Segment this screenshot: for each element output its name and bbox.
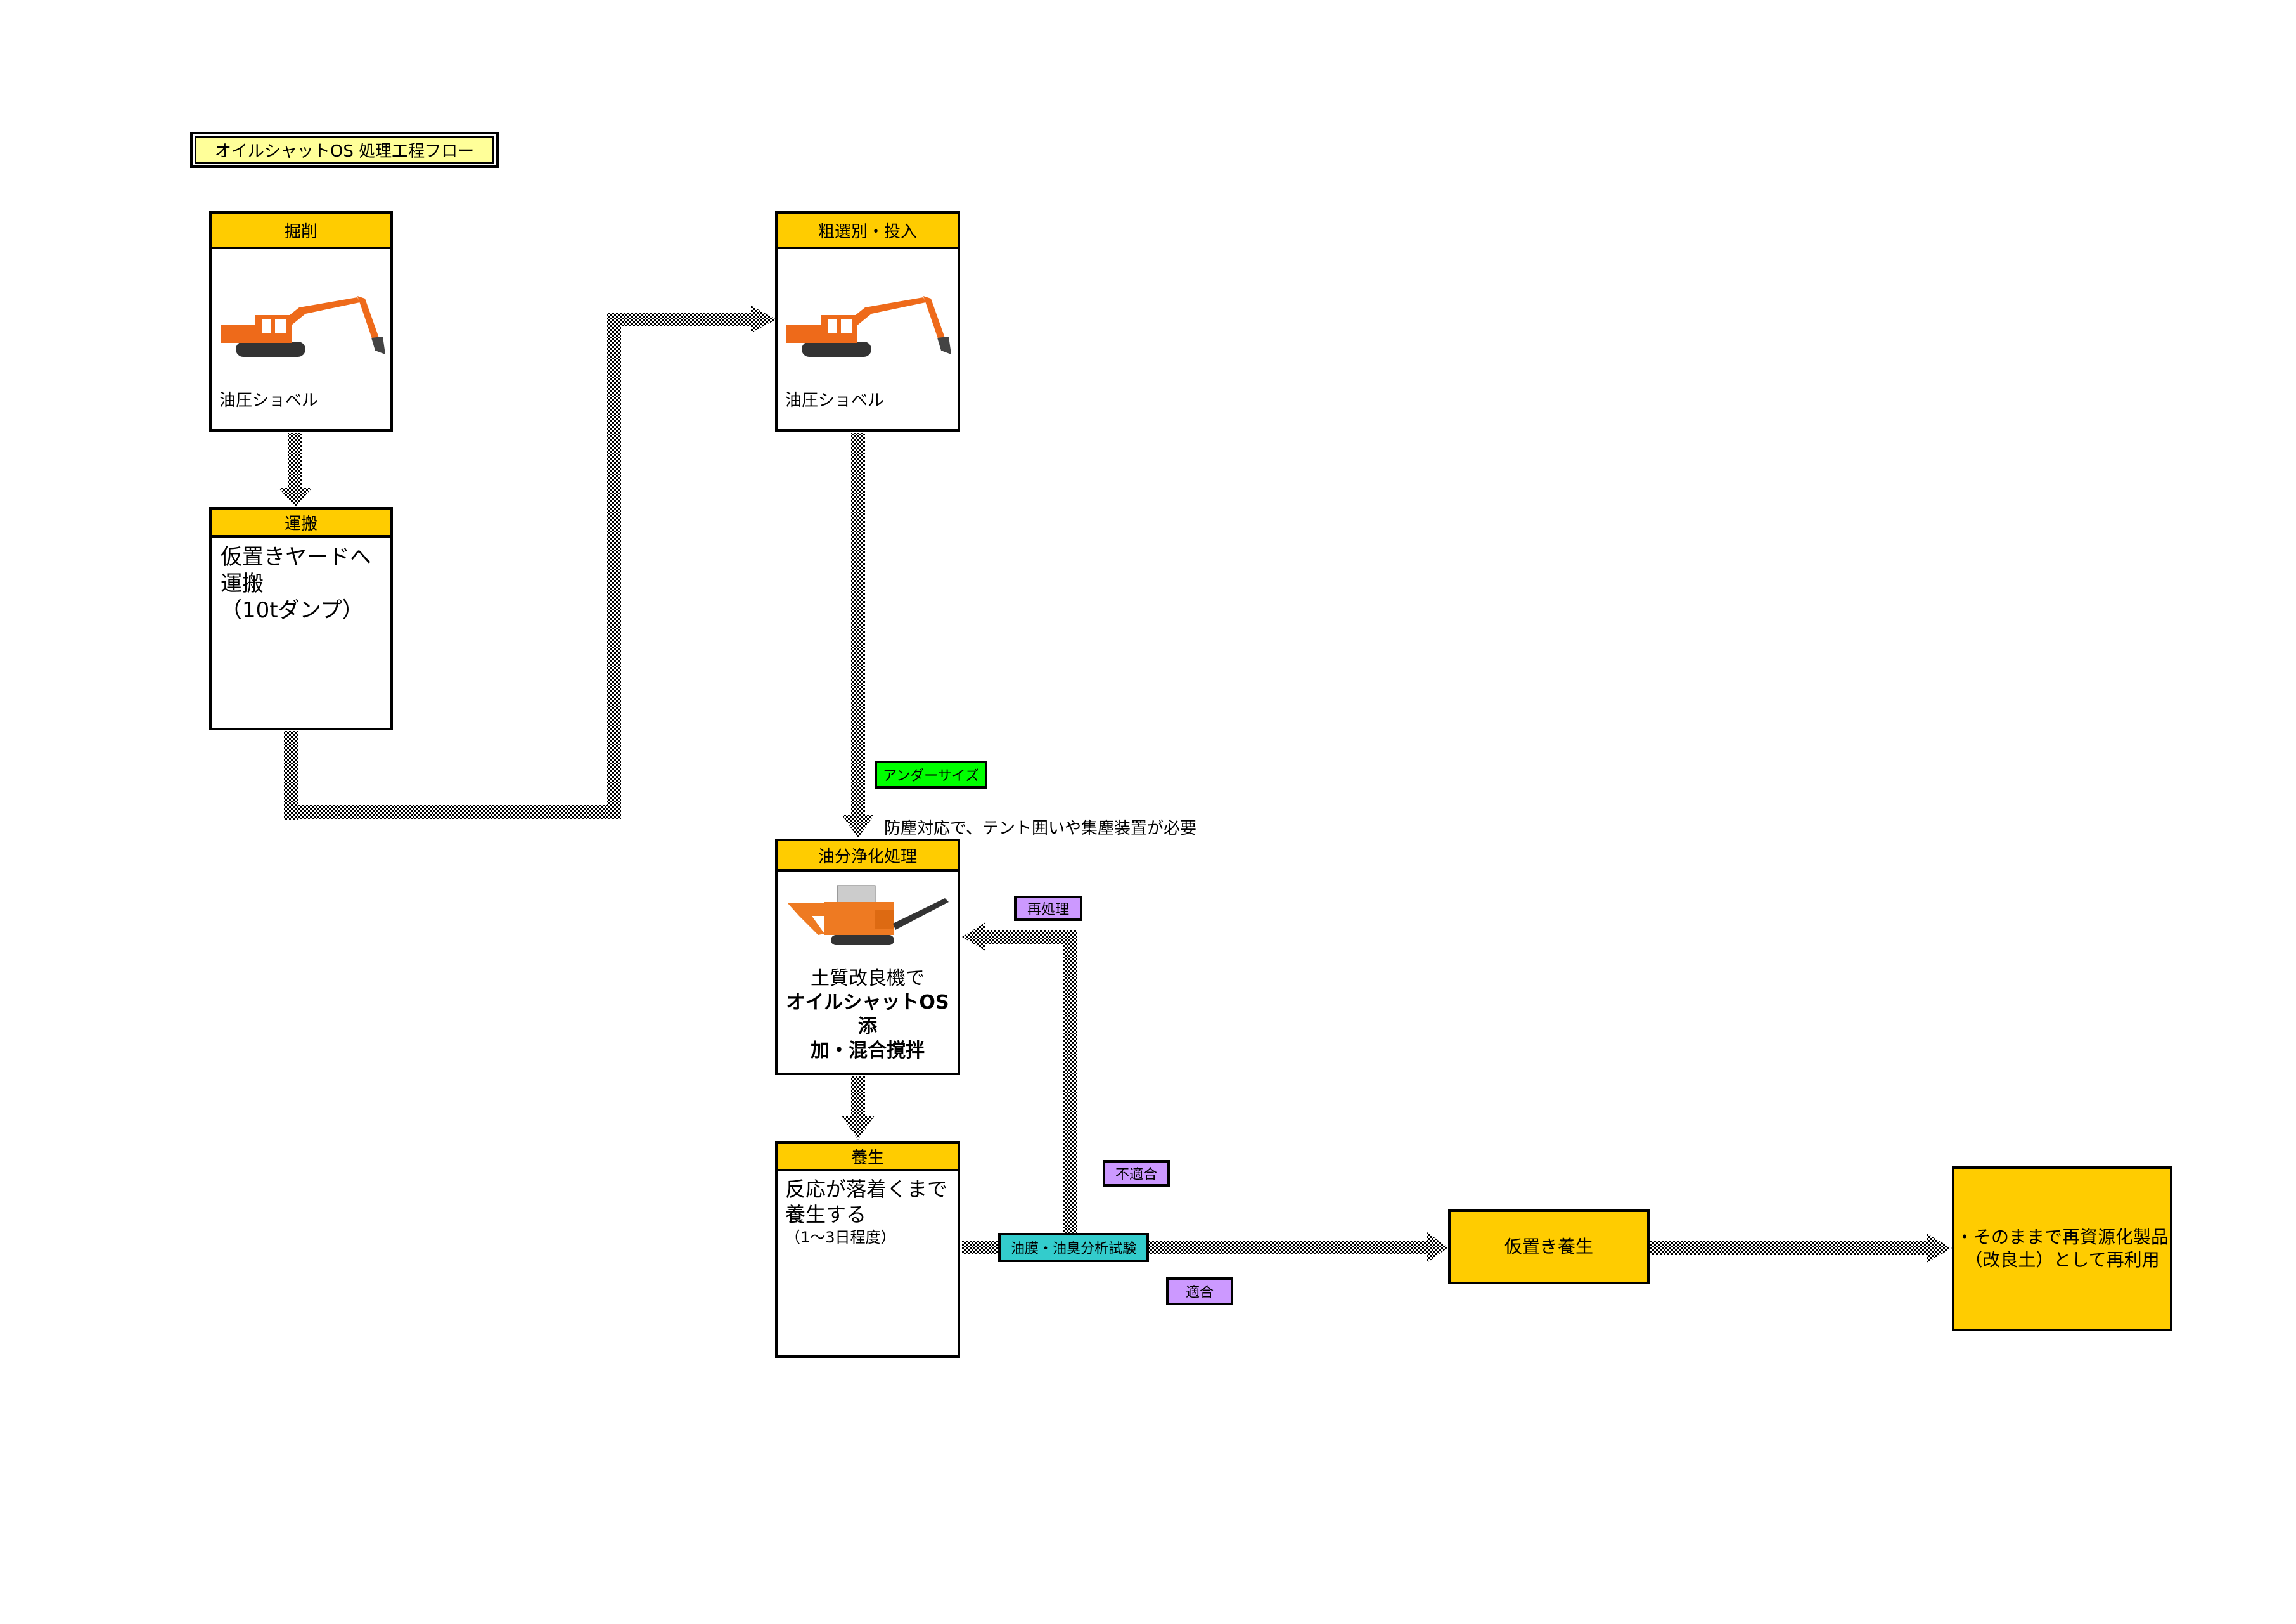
final-reuse-box: ・そのままで再資源化製品 （改良土）として再利用: [1952, 1166, 2172, 1331]
curing-line: 養生する: [785, 1202, 867, 1227]
oil-film-odor-test-box: 油膜・油臭分析試験: [998, 1233, 1149, 1262]
dust-control-note: 防塵対応で、テント囲いや集塵装置が必要: [884, 819, 1196, 838]
reprocess-label: 再処理: [1014, 896, 1082, 921]
step-purification: 油分浄化処理 土質改良機で オイルシャットOS 添 加・混合撹拌: [775, 839, 960, 1075]
step-sorting: 粗選別・投入 油圧ショベル: [775, 211, 960, 432]
arrow-transport-to-sorting: [284, 306, 776, 820]
step-transport: 運搬 仮置きヤードへ 運搬 （10tダンプ）: [209, 507, 393, 730]
diagram-title: オイルシャットOS 処理工程フロー: [190, 132, 499, 168]
arrow-temporary-to-final: [1650, 1234, 1952, 1263]
step-excavation-caption: 油圧ショベル: [219, 391, 319, 410]
step-curing-header: 養生: [778, 1144, 958, 1171]
arrow-sorting-to-purification: [842, 433, 875, 838]
excavator-icon: [221, 296, 385, 357]
arrow-excavation-to-transport: [279, 433, 312, 507]
arrow-test-to-reprocess: [962, 922, 1077, 1234]
arrow-purification-to-curing: [842, 1076, 875, 1140]
curing-duration-note: （1～3日程度）: [785, 1228, 896, 1246]
step-transport-line: 運搬: [221, 571, 264, 596]
purification-line-2: オイルシャットOS 添: [786, 991, 949, 1038]
nonconforming-label: 不適合: [1103, 1160, 1170, 1187]
step-transport-line: （10tダンプ）: [221, 598, 364, 623]
step-transport-header: 運搬: [212, 510, 390, 538]
purification-line-3: 加・混合撹拌: [811, 1040, 925, 1062]
step-sorting-caption: 油圧ショベル: [785, 391, 885, 410]
undersize-label: アンダーサイズ: [875, 761, 987, 789]
step-transport-line: 仮置きヤードへ: [221, 545, 371, 570]
step-excavation-header: 掘削: [212, 214, 390, 249]
soil-improvement-machine-icon: [788, 885, 949, 945]
purification-line-1: 土質改良機で: [811, 967, 925, 989]
diagram-title-text: オイルシャットOS 処理工程フロー: [195, 136, 494, 164]
curing-line: 反応が落着くまで: [785, 1177, 948, 1201]
step-excavation: 掘削 油圧ショベル: [209, 211, 393, 432]
final-reuse-line: （改良土）として再利用: [1965, 1249, 2160, 1270]
excavator-icon: [786, 296, 951, 357]
conforming-label: 適合: [1166, 1277, 1233, 1305]
step-curing: 養生 反応が落着くまで 養生する （1～3日程度）: [775, 1141, 960, 1358]
final-reuse-line: ・そのままで再資源化製品: [1955, 1227, 2169, 1247]
temporary-curing-box: 仮置き養生: [1448, 1209, 1650, 1284]
step-purification-header: 油分浄化処理: [778, 841, 958, 872]
step-sorting-header: 粗選別・投入: [778, 214, 958, 249]
